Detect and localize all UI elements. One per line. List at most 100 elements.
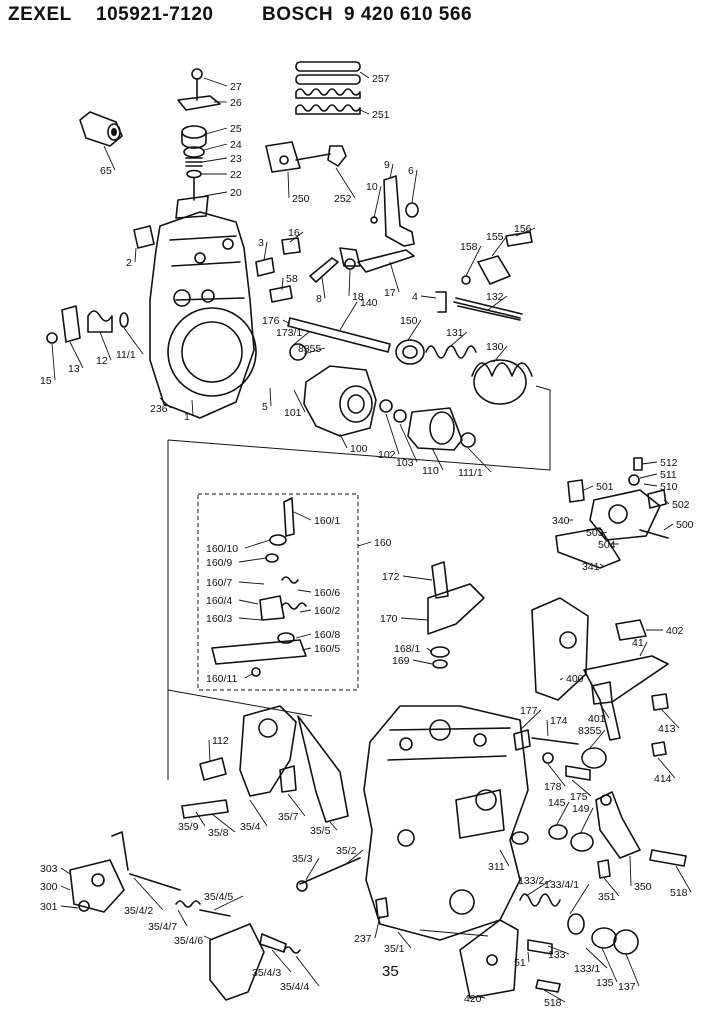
part-number-label: 172	[382, 571, 400, 583]
leader-line	[244, 673, 253, 679]
callout-512: 512	[641, 457, 678, 469]
leader-line	[525, 879, 552, 897]
leader-line	[299, 609, 312, 613]
callout-1: 1	[184, 399, 194, 423]
part-number-label: 24	[230, 139, 242, 151]
part-number-label: 35/4/7	[148, 921, 177, 933]
callout-252: 252	[334, 167, 356, 205]
callout-13: 13	[68, 341, 84, 375]
callout-35-8: 35/8	[208, 813, 236, 839]
brand-label: ZEXEL	[8, 4, 72, 25]
callout-135: 135	[596, 947, 618, 989]
part-number-label: 173/1	[276, 327, 302, 339]
leader-line	[357, 541, 372, 547]
leader-line	[321, 277, 326, 299]
leader-line	[641, 461, 658, 465]
leader-line	[99, 331, 112, 361]
part-number-label: 160/4	[206, 595, 232, 607]
callout-35-4-5: 35/4/5	[204, 891, 244, 911]
leader-line	[159, 397, 172, 409]
leader-line	[569, 883, 590, 915]
callout-160: 160	[357, 537, 392, 549]
callout-100: 100	[339, 433, 368, 455]
leader-line	[295, 633, 312, 639]
leader-line	[555, 801, 570, 827]
leader-line	[579, 807, 594, 835]
callout-35-4-3: 35/4/3	[252, 949, 292, 979]
callout-160-3: 160/3	[206, 613, 263, 625]
leader-line	[399, 423, 418, 463]
part-number-label: 8	[316, 293, 322, 305]
leader-line	[177, 909, 188, 927]
part-number-label: 175	[570, 791, 588, 803]
callout-35-7: 35/7	[278, 793, 306, 823]
cap-nut	[79, 111, 123, 147]
leader-line	[238, 599, 259, 605]
leader-line	[339, 301, 358, 331]
part-number-label: 17	[384, 287, 396, 299]
part-number-label: 35/4	[240, 821, 261, 833]
part-number-label: 3	[258, 237, 264, 249]
leader-line	[625, 953, 640, 987]
part-number-label: 26	[230, 97, 242, 109]
leader-line	[407, 319, 422, 341]
leader-line	[373, 185, 382, 219]
callout-158: 158	[460, 241, 482, 277]
callout-9: 9	[384, 159, 394, 179]
leader-line	[305, 857, 320, 881]
part-number-label: 35/8	[208, 827, 229, 839]
part-number-label: 160/11	[206, 673, 237, 685]
part-number-label: 25	[230, 123, 242, 135]
callout-402: 402	[646, 625, 684, 637]
part-number-label: 133/1	[574, 963, 600, 975]
leader-line	[191, 399, 194, 417]
leader-line	[547, 763, 566, 787]
leader-line	[499, 849, 510, 867]
part-number-label: 402	[666, 625, 684, 637]
leader-line	[345, 849, 364, 865]
part-number-label: 340	[552, 515, 570, 527]
callout-160-8: 160/8	[295, 629, 340, 641]
callout-400: 400	[559, 673, 584, 685]
part-number-label: 251	[372, 109, 390, 121]
callout-11-1: 11/1	[116, 327, 144, 361]
part-number-label: 303	[40, 863, 58, 875]
part-number-label: 27	[230, 81, 242, 93]
leader-line	[571, 779, 592, 797]
callout-156: 156	[514, 223, 536, 237]
part-number-label: 178	[544, 781, 562, 793]
part-number-label: 133	[548, 949, 566, 961]
callout-140: 140	[339, 297, 378, 331]
leader-line	[599, 563, 604, 567]
leader-line	[601, 947, 618, 983]
callout-503: 503	[586, 527, 608, 539]
leader-line	[426, 647, 433, 653]
part-number-label: 132	[486, 291, 504, 303]
part-number-label: 177	[520, 705, 538, 717]
callout-178: 178	[544, 763, 566, 793]
leader-line	[133, 877, 164, 911]
leader-line	[303, 347, 326, 355]
callout-174: 174	[546, 715, 568, 737]
callout-2: 2	[126, 247, 137, 269]
callout-27: 27	[203, 77, 242, 93]
callout-20: 20	[203, 187, 242, 199]
callout-8: 8	[316, 277, 326, 305]
leader-line	[60, 885, 71, 891]
callout-413: 413	[658, 709, 680, 735]
leader-line	[203, 143, 228, 151]
callout-35: 35	[382, 963, 399, 980]
control-rod	[296, 857, 361, 892]
leader-line	[287, 171, 290, 199]
callout-145: 145	[548, 797, 570, 827]
leader-line	[583, 485, 594, 491]
leader-line	[389, 163, 394, 179]
leader-line	[51, 343, 56, 381]
callout-35-4-4: 35/4/4	[280, 955, 320, 993]
callout-301: 301	[40, 901, 79, 913]
leader-line	[629, 855, 632, 887]
callout-35-4: 35/4	[240, 799, 268, 833]
part-number-label: 311	[488, 861, 505, 873]
part-number-label: 301	[40, 901, 58, 913]
